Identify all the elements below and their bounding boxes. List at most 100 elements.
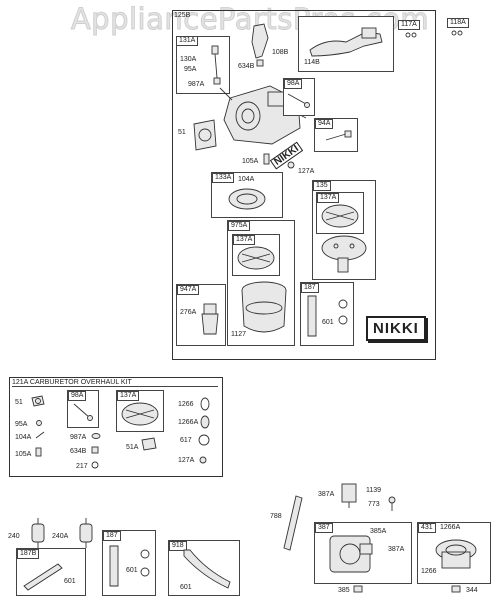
kit-part-634B bbox=[91, 446, 99, 454]
label-788: 788 bbox=[270, 513, 282, 520]
part-133A-bowl-gasket bbox=[228, 188, 266, 210]
overhaul-kit-title: 121A CARBURETOR OVERHAUL KIT bbox=[12, 379, 218, 387]
part-117A bbox=[405, 32, 417, 38]
kit-part-137A bbox=[121, 402, 159, 426]
kit-label-617: 617 bbox=[180, 437, 192, 444]
part-187-fuel-line bbox=[307, 295, 317, 337]
part-135-float bbox=[321, 204, 359, 228]
part-118A bbox=[451, 30, 463, 36]
label-95A: 95A bbox=[184, 66, 197, 73]
label-344: 344 bbox=[466, 587, 478, 594]
label-1266-bottom: 1266 bbox=[421, 568, 437, 575]
label-987A: 987A bbox=[188, 81, 205, 88]
part-choke-link bbox=[309, 27, 383, 57]
label-773: 773 bbox=[368, 501, 380, 508]
kit-label-51: 51 bbox=[15, 399, 23, 406]
label-240: 240 bbox=[8, 533, 20, 540]
part-127A bbox=[287, 161, 295, 169]
part-385-screw bbox=[353, 585, 363, 593]
label-601: 601 bbox=[322, 319, 334, 326]
group-135-id: 135 bbox=[313, 181, 331, 191]
group-918-id: 918 bbox=[169, 541, 187, 551]
kit-part-95A bbox=[36, 420, 42, 426]
label-385A: 385A bbox=[370, 528, 387, 535]
part-975A-bowl bbox=[241, 281, 287, 333]
tag-117A: 117A bbox=[398, 20, 420, 30]
label-108B: 108B bbox=[272, 49, 289, 56]
label-1127: 1127 bbox=[231, 331, 247, 338]
group-131A-id: 131A bbox=[176, 36, 199, 46]
part-918-line bbox=[183, 549, 231, 589]
part-187B-line bbox=[23, 563, 63, 591]
kit-part-104A bbox=[35, 431, 45, 439]
group-975A-inner-id: 137A bbox=[233, 235, 256, 245]
group-975A-id: 975A bbox=[228, 221, 251, 231]
kit-part-987A bbox=[91, 433, 101, 439]
label-387A-top: 387A bbox=[318, 491, 335, 498]
label-276A: 276A bbox=[180, 309, 197, 316]
kit-part-98A bbox=[73, 403, 93, 421]
label-187B-601: 601 bbox=[64, 578, 76, 585]
label-1139: 1139 bbox=[366, 487, 382, 494]
kit-part-127A bbox=[199, 456, 207, 464]
part-240A-filter bbox=[79, 518, 93, 548]
label-130A: 130A bbox=[180, 56, 197, 63]
label-385: 385 bbox=[338, 587, 350, 594]
kit-group-137A-id: 137A bbox=[117, 391, 140, 401]
label-105A: 105A bbox=[242, 158, 259, 165]
part-187-clamps bbox=[338, 299, 348, 325]
kit-part-217 bbox=[91, 461, 99, 469]
kit-label-105A: 105A bbox=[15, 451, 32, 458]
group-431-id: 431 bbox=[418, 523, 436, 533]
part-135-bowl bbox=[321, 235, 367, 273]
kit-label-1266A: 1266A bbox=[178, 419, 199, 426]
part-788-link bbox=[283, 495, 303, 551]
group-187-bottom-id: 187 bbox=[103, 531, 121, 541]
part-98A-screw bbox=[287, 93, 310, 108]
label-187-bottom-601: 601 bbox=[126, 567, 138, 574]
kit-label-127A: 127A bbox=[178, 457, 195, 464]
nikki-brand-label: NIKKI bbox=[366, 316, 426, 341]
kit-part-51 bbox=[31, 395, 45, 407]
overhaul-kit-frame bbox=[9, 377, 223, 477]
tag-118A: 118A bbox=[447, 18, 469, 28]
kit-label-987A: 987A bbox=[70, 434, 87, 441]
group-133A-id: 133A bbox=[212, 173, 235, 183]
kit-label-51A: 51A bbox=[126, 444, 139, 451]
kit-part-51A bbox=[141, 437, 157, 451]
label-104A: 104A bbox=[238, 176, 255, 183]
part-240-filter bbox=[31, 518, 45, 548]
part-431-adapter bbox=[435, 539, 477, 569]
part-131A-needle bbox=[211, 45, 221, 85]
part-387-governor-assembly bbox=[329, 535, 373, 573]
kit-label-1266: 1266 bbox=[178, 401, 194, 408]
group-387-id: 387 bbox=[315, 523, 333, 533]
label-1146: 114B bbox=[304, 59, 320, 66]
frame-id-125B: 125B bbox=[174, 12, 191, 19]
group-947A-id: 947A bbox=[177, 285, 200, 295]
label-634B: 634B bbox=[238, 63, 255, 70]
carburetor-diagram-frame bbox=[172, 10, 436, 360]
kit-part-1266 bbox=[200, 397, 210, 411]
part-108B bbox=[251, 23, 269, 67]
part-51-gasket bbox=[193, 119, 217, 151]
part-94A-screw bbox=[325, 130, 352, 141]
label-127A: 127A bbox=[298, 168, 315, 175]
kit-part-105A bbox=[35, 447, 42, 457]
part-975A-float bbox=[237, 246, 275, 270]
part-344-screw bbox=[451, 585, 461, 593]
kit-label-634B: 634B bbox=[70, 448, 87, 455]
label-51: 51 bbox=[178, 129, 186, 136]
kit-group-98A-id: 98A bbox=[68, 391, 87, 401]
part-387A-governor bbox=[341, 483, 357, 508]
part-187-bottom-line bbox=[109, 545, 119, 587]
label-1266A-bottom: 1266A bbox=[440, 524, 461, 531]
group-187-id: 187 bbox=[301, 283, 319, 293]
part-947A bbox=[201, 303, 219, 335]
part-187-bottom-clamps bbox=[140, 549, 150, 577]
kit-label-217: 217 bbox=[76, 463, 88, 470]
group-98A-id: 98A bbox=[284, 79, 303, 89]
part-105A bbox=[263, 153, 270, 165]
label-240A: 240A bbox=[52, 533, 69, 540]
part-773-screw bbox=[388, 496, 396, 511]
